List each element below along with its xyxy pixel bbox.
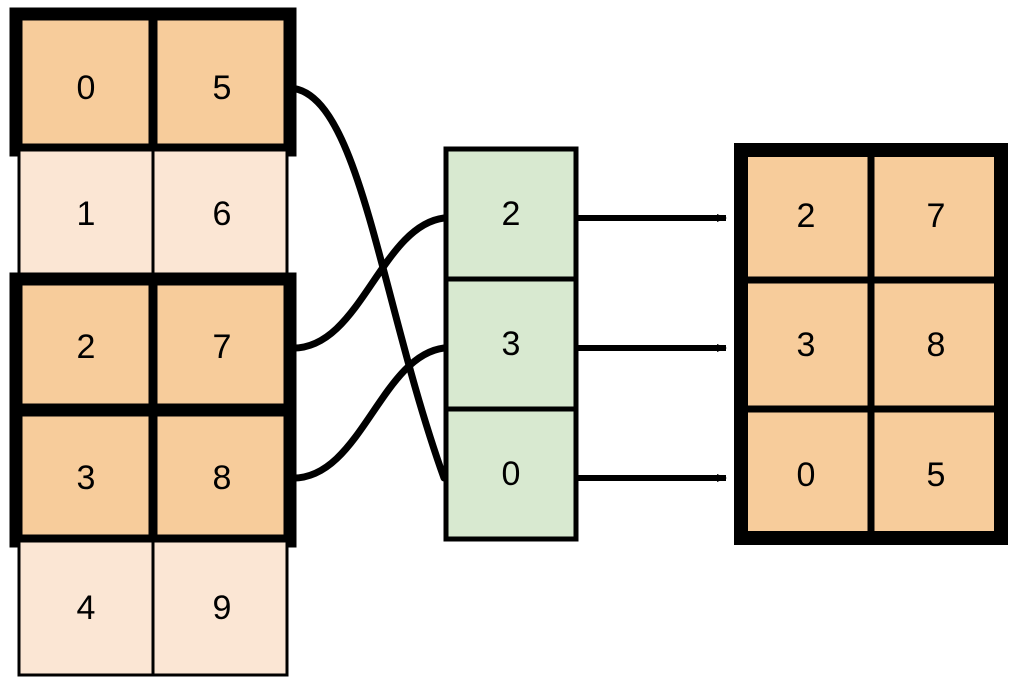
connector-source3-to-index1: [286, 344, 448, 482]
source-cell-2-0: 2: [77, 328, 96, 366]
index-cell-0-outline: [443, 146, 579, 282]
result-row-2[interactable]: 0 5: [797, 456, 946, 494]
result-arrows: [578, 214, 727, 482]
connector-source2-to-index0: [286, 214, 448, 352]
index-cell-0[interactable]: 2: [443, 146, 579, 282]
index-vector: 2 3 0: [443, 146, 579, 542]
result-array: 2 7 3 8 0 5: [734, 143, 1008, 545]
source-cell-4-0: 4: [77, 589, 96, 627]
index-cell-1-outline: [443, 276, 579, 412]
source-row-0[interactable]: 0 5: [9, 7, 297, 157]
source-cell-3-1: 8: [213, 459, 232, 497]
result-row-0[interactable]: 2 7: [797, 197, 946, 235]
source-row-1[interactable]: 1 6: [17, 148, 289, 281]
result-cell-0-0: 2: [797, 197, 816, 235]
source-cell-2-1: 7: [213, 328, 232, 366]
source-cell-0-0: 0: [77, 69, 96, 107]
source-row-4[interactable]: 4 9: [17, 539, 289, 677]
connector-source0-to-index2: [286, 84, 448, 482]
result-cell-0-1: 7: [927, 197, 946, 235]
source-array: 0 5 1 6 2 7 3 8: [9, 7, 297, 677]
source-cell-1-1: 6: [213, 195, 232, 233]
index-cell-1-value: 3: [502, 325, 521, 363]
index-cell-1[interactable]: 3: [443, 276, 579, 412]
result-row-1[interactable]: 3 8: [797, 326, 946, 364]
gather-connectors: [286, 84, 448, 482]
source-cell-3-0: 3: [77, 459, 96, 497]
source-row-3[interactable]: 3 8: [9, 403, 297, 548]
source-row-2[interactable]: 2 7: [9, 272, 297, 417]
index-cell-2-outline: [443, 406, 579, 542]
index-cell-0-value: 2: [502, 195, 521, 233]
result-cell-1-1: 8: [927, 326, 946, 364]
index-cell-2[interactable]: 0: [443, 406, 579, 542]
index-cell-2-value: 0: [502, 455, 521, 493]
source-cell-0-1: 5: [213, 69, 232, 107]
result-cell-2-0: 0: [797, 456, 816, 494]
result-cell-1-0: 3: [797, 326, 816, 364]
source-cell-1-0: 1: [77, 195, 96, 233]
source-cell-4-1: 9: [213, 589, 232, 627]
result-cell-2-1: 5: [927, 456, 946, 494]
